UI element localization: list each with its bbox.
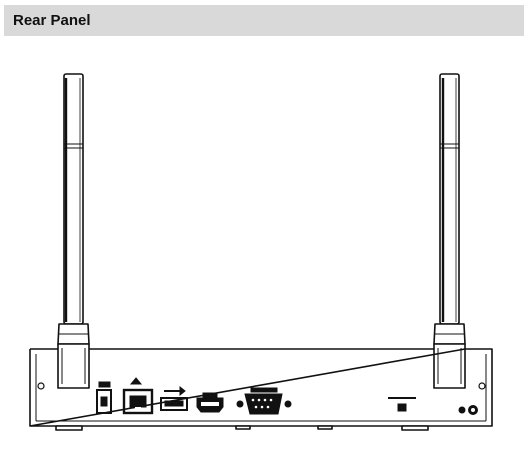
power-port-icon [96,381,112,414]
reset-button-icon [388,397,416,412]
chassis [29,348,493,431]
usb-port-icon [160,385,188,411]
section-header: Rear Panel [4,5,524,36]
right-antenna [433,73,466,389]
hdmi-port-icon [196,392,224,413]
left-antenna [57,73,90,389]
power-switch-icon [458,405,478,415]
ports [96,377,478,415]
lan-port-icon [122,377,154,415]
vga-port-icon [236,387,292,415]
section-title: Rear Panel [13,12,91,29]
